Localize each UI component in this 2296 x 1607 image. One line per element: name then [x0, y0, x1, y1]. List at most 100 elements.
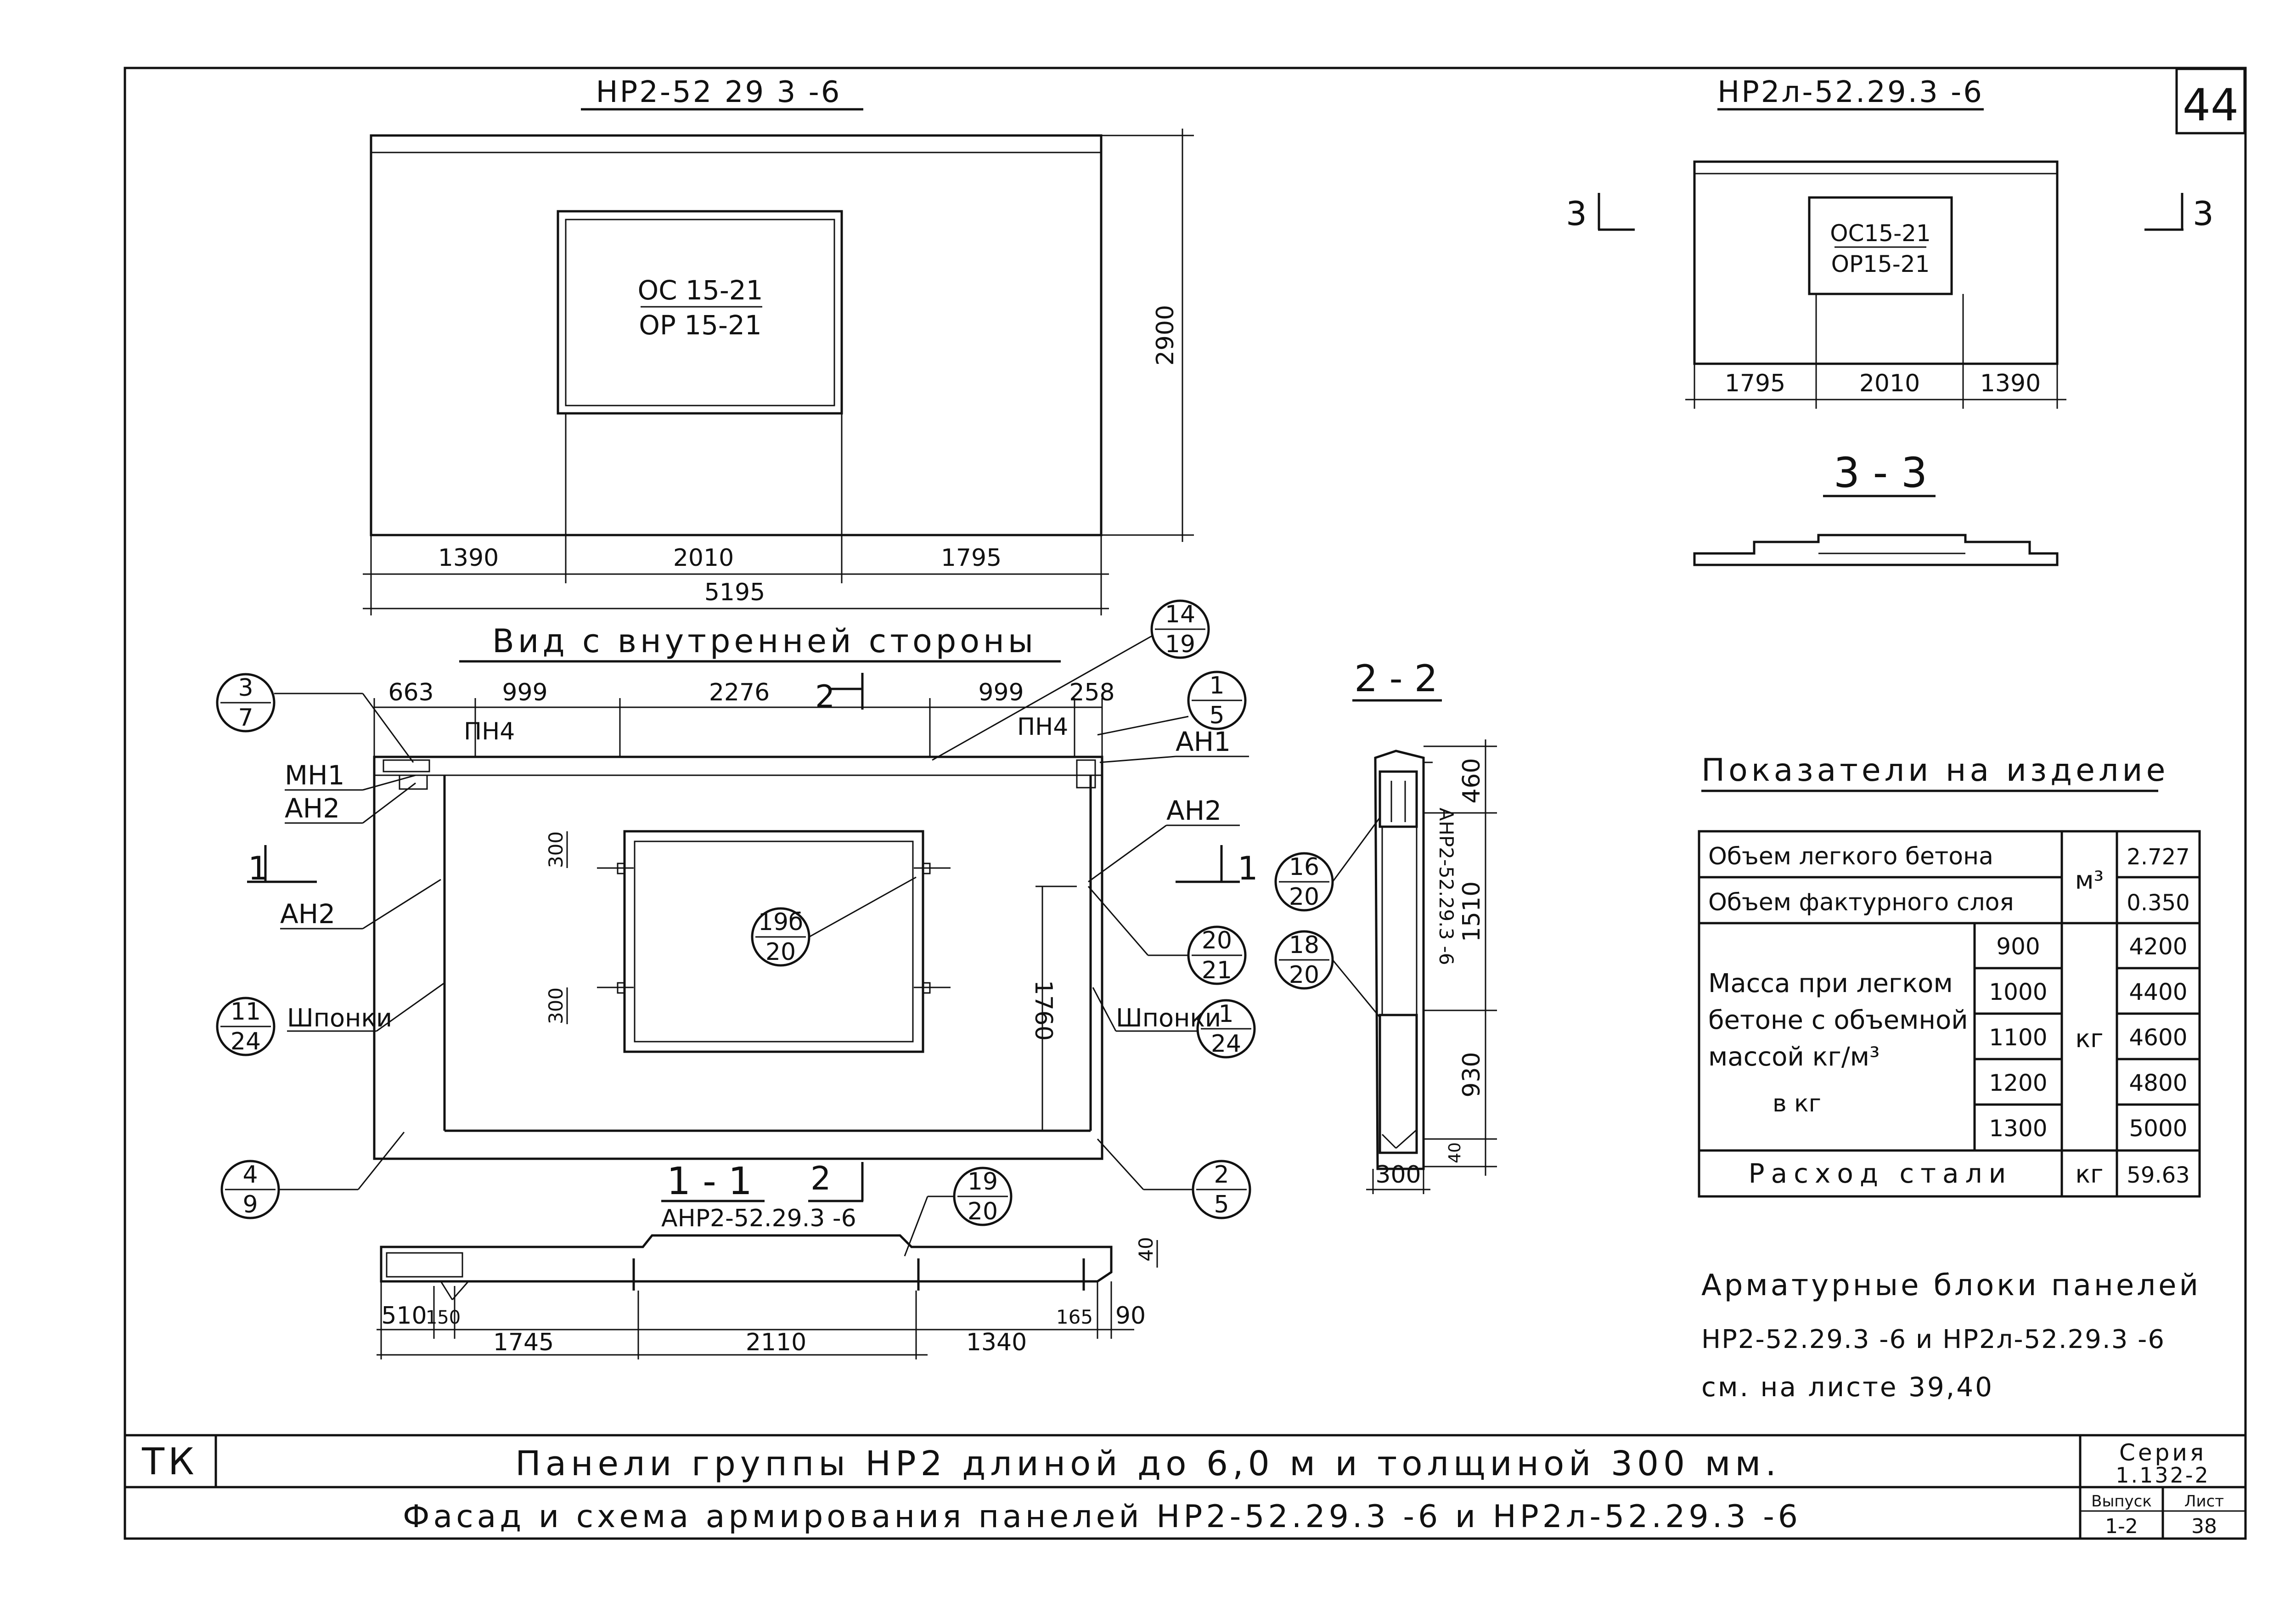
label-shponki-right: Шпонки	[1116, 1004, 1221, 1032]
label-shponki-left: Шпонки	[287, 1004, 392, 1032]
inside-dim-2: 999	[502, 679, 547, 706]
section-1-1-title: 1 - 1	[667, 1160, 752, 1203]
mass-value-3: 4600	[2129, 1024, 2187, 1051]
note: Арматурные блоки панелей НР2-52.29.3 -6 …	[1701, 1269, 2201, 1403]
facade-right-panel	[1693, 160, 2059, 365]
callout-2-5: 2 5	[1097, 1138, 1251, 1219]
section-1-1-dim-5: 1340	[966, 1329, 1027, 1356]
svg-text:19б: 19б	[758, 908, 803, 936]
title-block: ТК Панели группы НР2 длиной до 6,0 м и т…	[125, 1434, 2245, 1539]
note-line-3: см. на листе 39,40	[1701, 1371, 1994, 1403]
opening-mark-bottom-right: ОР15-21	[1831, 251, 1930, 277]
section-2-2-dim-2: 1510	[1458, 881, 1486, 942]
section-3-3-title: 3 - 3	[1834, 449, 1927, 497]
section-1-1-block-label: АНР2-52.29.3 -6	[661, 1205, 856, 1232]
section-2-2-title: 2 - 2	[1354, 657, 1438, 700]
section-2-2-dim-1: 460	[1458, 758, 1486, 803]
facade-right-dim-3: 1390	[1980, 370, 2041, 397]
facade-right-opening	[1808, 196, 1953, 295]
sheet-label: Лист	[2184, 1492, 2224, 1511]
pn4-left: ПН4	[464, 718, 515, 745]
svg-text:20: 20	[1289, 961, 1319, 989]
label-mn1: МН1	[285, 760, 345, 791]
callout-1-5: 1 5	[1097, 671, 1247, 736]
issue-value: 1-2	[2105, 1515, 2138, 1538]
inside-view-title: Вид с внутренней стороны	[492, 622, 1037, 660]
title-line-1: Панели группы НР2 длиной до 6,0 м и толщ…	[515, 1444, 1781, 1483]
facade-right-title: НР2л-52.29.3 -6	[1717, 75, 1984, 109]
callout-19-20: 19 20	[904, 1167, 1013, 1257]
callout-11-24: 11 24	[216, 997, 276, 1056]
inside-section-1-right: 1	[1238, 850, 1258, 887]
section-1-1-dim-1: 510	[381, 1302, 427, 1330]
facade-left-height: 2900	[1152, 305, 1179, 366]
mass-density-3: 1100	[1989, 1024, 2047, 1051]
inside-dim-4: 999	[978, 679, 1024, 706]
label-an1: АН1	[1176, 726, 1231, 757]
mass-label-line-4: в кг	[1773, 1090, 1821, 1117]
callout-14-19: 14 19	[932, 599, 1210, 761]
facade-right-dim-2: 2010	[1859, 370, 1920, 397]
svg-text:11: 11	[231, 998, 261, 1026]
opening-mark-top: ОС 15-21	[637, 275, 763, 306]
opening-mark-top-right: ОС15-21	[1830, 220, 1931, 247]
sheet-number: 44	[2183, 79, 2239, 131]
svg-text:20: 20	[1289, 883, 1319, 911]
svg-text:20: 20	[968, 1198, 998, 1225]
label-an2-c: АН2	[1166, 795, 1221, 826]
mass-value-5: 5000	[2129, 1115, 2187, 1142]
inside-dim-5: 258	[1069, 679, 1114, 706]
svg-text:2: 2	[1214, 1161, 1229, 1189]
indicators-title: Показатели на изделие	[1701, 752, 2169, 789]
section-2-2: 2 - 2 АНР2-52.29.3 -6 460 1510 930 40 30…	[1274, 657, 1497, 1194]
series-label: Серия	[2119, 1439, 2206, 1466]
svg-text:5: 5	[1209, 702, 1224, 729]
inside-opening	[623, 830, 924, 1053]
mass-unit: кг	[2076, 1024, 2104, 1053]
svg-text:19: 19	[1165, 631, 1195, 658]
section-2-2-profile	[1374, 750, 1425, 1170]
facade-left-dim-3: 1795	[941, 544, 1002, 572]
svg-text:4: 4	[242, 1161, 258, 1189]
sheet-frame	[124, 67, 2247, 1540]
section-3-3-profile	[1693, 534, 2059, 566]
mass-density-5: 1300	[1989, 1115, 2047, 1142]
indicator-row-2-label: Объем фактурного слоя	[1708, 889, 2014, 916]
svg-text:16: 16	[1289, 853, 1319, 881]
section-1-1-profile	[380, 1234, 1113, 1283]
inside-dim-300-bottom: 300	[545, 987, 567, 1024]
facade-left: НР2-52 29 3 -6 ОС 15-21 ОР 15-21 2900 13…	[363, 75, 1194, 615]
svg-text:14: 14	[1165, 601, 1195, 628]
pn4-right: ПН4	[1017, 713, 1068, 741]
svg-text:21: 21	[1202, 957, 1232, 984]
section-2-2-dim-4: 40	[1446, 1142, 1464, 1163]
section-1-1-dim-40: 40	[1135, 1237, 1157, 1261]
section-2-2-block-label: АНР2-52.29.3 -6	[1435, 807, 1458, 965]
callout-1-24: 1 24	[1196, 999, 1256, 1059]
mass-density-2: 1000	[1989, 979, 2047, 1005]
facade-left-panel	[370, 134, 1103, 536]
sheet-number-box	[2175, 68, 2246, 135]
section-3-left-mark: 3	[1566, 194, 1587, 233]
facade-left-dim-1: 1390	[438, 544, 499, 572]
label-an2-b: АН2	[280, 898, 335, 930]
opening-mark-bottom: ОР 15-21	[639, 310, 762, 341]
svg-text:19: 19	[968, 1168, 998, 1195]
svg-text:1: 1	[1209, 672, 1224, 699]
indicators: Показатели на изделие Объем легкого бето…	[1698, 752, 2201, 1198]
mass-density-4: 1200	[1989, 1070, 2047, 1096]
facade-left-dim-2: 2010	[673, 544, 734, 572]
section-2-2-dim-width: 300	[1375, 1161, 1421, 1189]
label-an2-a: АН2	[285, 793, 340, 824]
section-1-1-dim-6: 165	[1056, 1306, 1093, 1328]
inside-dim-1760: 1760	[1030, 980, 1057, 1041]
mass-label-line-2: бетоне с объемной	[1708, 1005, 1968, 1035]
title-code: ТК	[141, 1440, 198, 1483]
mass-value-4: 4800	[2129, 1070, 2187, 1096]
mass-label-line-1: Масса при легком	[1708, 969, 1953, 998]
section-1-1-dim-7: 90	[1115, 1302, 1146, 1330]
note-line-1: Арматурные блоки панелей	[1701, 1269, 2201, 1303]
callout-16-20: 16 20	[1274, 817, 1381, 912]
mass-label-line-3: массой кг/м³	[1708, 1042, 1880, 1072]
